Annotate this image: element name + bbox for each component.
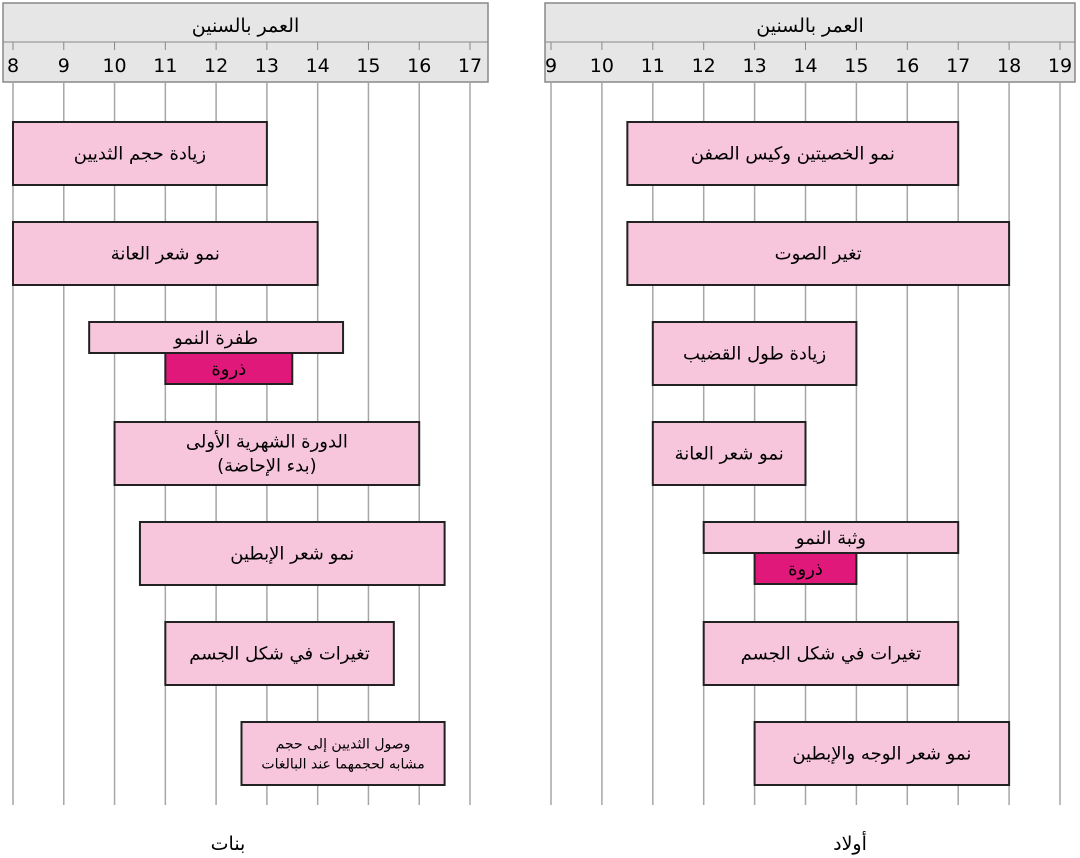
boys-bar-label: نمو شعر العانة bbox=[675, 444, 784, 465]
boys-axis-title: العمر بالسنين bbox=[756, 15, 864, 37]
boys-bar-label: زيادة طول القضيب bbox=[683, 344, 826, 365]
girls-bar-label: نمو شعر الإبطين bbox=[230, 544, 354, 565]
boys-bar-label: تغير الصوت bbox=[775, 244, 862, 265]
girls-tick-label: 14 bbox=[306, 55, 330, 77]
boys-peak-label: ذروة bbox=[788, 559, 823, 580]
boys-panel: العمر بالسنين 9 10 11 12 13 14 15 16 17 18 19 نمو ال… bbox=[544, 2, 1076, 855]
girls-tick-label: 11 bbox=[153, 55, 177, 77]
girls-bar-label: (بدء الإحاضة) bbox=[217, 456, 317, 477]
boys-bar bbox=[651, 321, 858, 386]
girls-bar bbox=[12, 221, 319, 286]
boys-bar bbox=[753, 721, 1011, 786]
girls-tick-label: 10 bbox=[102, 55, 126, 77]
girls-bar bbox=[138, 521, 446, 586]
boys-bar-label: نمو الخصيتين وكيس الصفن bbox=[691, 144, 895, 165]
boys-peak-bar bbox=[753, 552, 858, 585]
girls-peak-label: ذروة bbox=[211, 359, 246, 380]
boys-tick-label: 18 bbox=[997, 55, 1021, 77]
boys-bar-label: تغيرات في شكل الجسم bbox=[741, 644, 922, 665]
boys-panel-title: أولاد bbox=[833, 831, 867, 855]
girls-bar-label: طفرة النمو bbox=[173, 328, 258, 349]
girls-tick-label: 12 bbox=[204, 55, 228, 77]
girls-bar bbox=[164, 621, 395, 686]
boys-tick-label: 19 bbox=[1048, 55, 1072, 77]
girls-bar-label: وصول الثديين إلى حجم bbox=[276, 737, 411, 753]
boys-bar-label: نمو شعر الوجه والإبطين bbox=[792, 744, 971, 765]
girls-panel: العمر بالسنين 8 9 10 11 12 13 14 15 16 17 زيادة حجم… bbox=[2, 2, 489, 855]
boys-tick-label: 15 bbox=[844, 55, 868, 77]
girls-panel-title: بنات bbox=[211, 833, 246, 855]
boys-tick-label: 16 bbox=[895, 55, 919, 77]
girls-bar bbox=[240, 721, 446, 786]
boys-bar bbox=[651, 421, 807, 486]
boys-bar-label: وثبة النمو bbox=[795, 528, 866, 549]
girls-tick-label: 17 bbox=[458, 55, 482, 77]
girls-bar-label: تغيرات في شكل الجسم bbox=[189, 644, 370, 665]
girls-tick-label: 16 bbox=[407, 55, 431, 77]
boys-tick-label: 17 bbox=[946, 55, 970, 77]
girls-tick-label: 13 bbox=[255, 55, 279, 77]
boys-tick-label: 13 bbox=[743, 55, 767, 77]
boys-tick-label: 10 bbox=[590, 55, 614, 77]
girls-bar bbox=[12, 121, 268, 186]
girls-peak-bar bbox=[164, 352, 294, 385]
girls-bar bbox=[88, 321, 345, 354]
girls-tick-label: 8 bbox=[7, 55, 19, 77]
boys-tick-label: 9 bbox=[545, 55, 557, 77]
girls-bar bbox=[113, 421, 421, 486]
girls-bar-label: نمو شعر العانة bbox=[111, 244, 220, 265]
boys-bar bbox=[626, 121, 960, 186]
girls-bar-label: الدورة الشهرية الأولى bbox=[186, 431, 348, 453]
boys-bar bbox=[626, 221, 1011, 286]
boys-bar bbox=[702, 621, 960, 686]
boys-tick-label: 12 bbox=[692, 55, 716, 77]
girls-tick-label: 15 bbox=[356, 55, 380, 77]
girls-axis-title: العمر بالسنين bbox=[192, 15, 300, 37]
girls-bar-label: زيادة حجم الثديين bbox=[74, 144, 206, 165]
boys-tick-label: 11 bbox=[641, 55, 665, 77]
girls-bar-label: مشابه لحجمهما عند البالغات bbox=[261, 757, 424, 773]
girls-tick-label: 9 bbox=[58, 55, 70, 77]
boys-tick-label: 14 bbox=[793, 55, 817, 77]
